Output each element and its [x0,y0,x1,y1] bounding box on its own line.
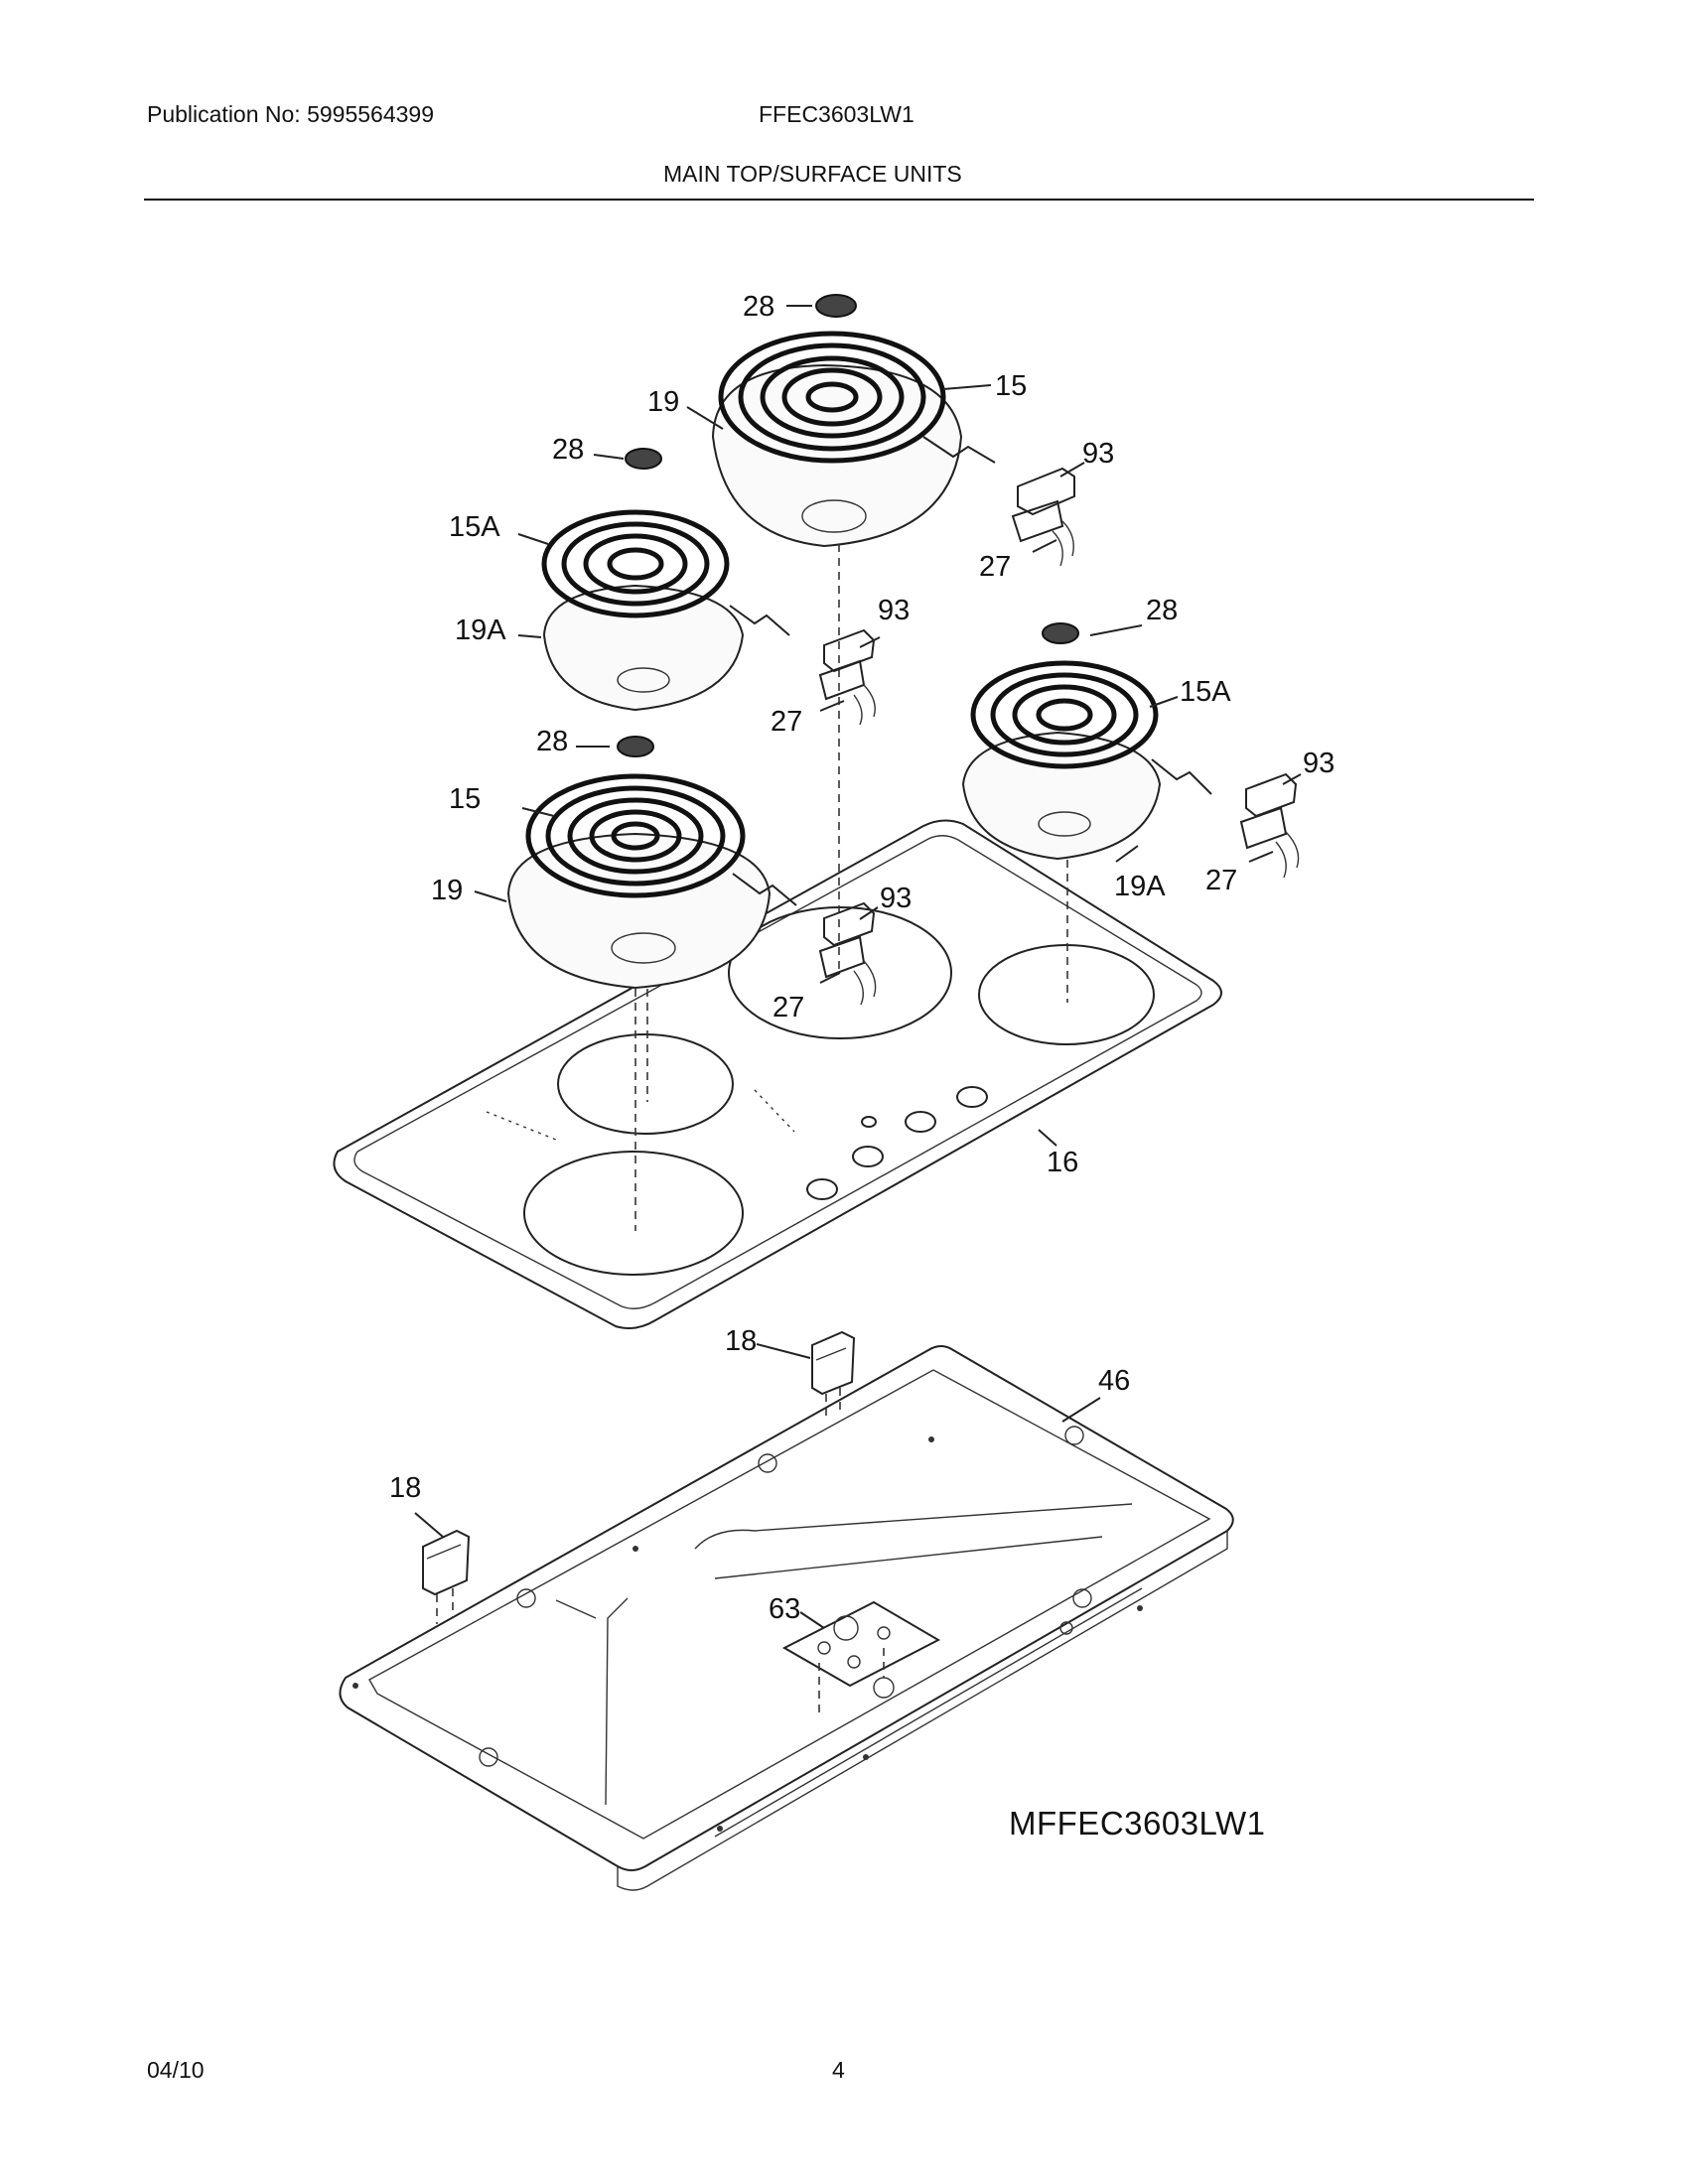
burner-right-receptacle [1239,772,1300,879]
callout-28-mid: 28 [536,726,568,757]
mounting-plate [781,1600,941,1717]
callout-63: 63 [769,1593,800,1625]
burner-left-lower-receptacle [818,901,877,1006]
center-cap-right [1042,622,1079,644]
callout-93-low: 93 [880,883,912,914]
publication-number: Publication No: 5995564399 [147,101,435,127]
main-top-panel [333,819,1222,1329]
center-cap-left [625,448,662,470]
callout-15-top: 15 [995,370,1027,402]
bottom-pan [339,1345,1234,1891]
callout-93-right: 93 [1303,748,1335,779]
burner-left-upper-receptacle [818,628,876,726]
center-cap-top [815,294,857,318]
callout-27-top: 27 [979,551,1011,583]
callout-19-top: 19 [647,386,679,418]
callout-28-right: 28 [1146,595,1178,626]
burner-left-upper [541,509,790,712]
callout-93-top: 93 [1082,438,1114,470]
callout-19A-left: 19A [455,614,506,646]
burner-top-center-receptacle [1011,467,1075,567]
callout-19A-right: 19A [1114,871,1166,902]
center-cap-mid [617,736,654,757]
callout-93-mid: 93 [878,595,910,626]
callout-28-left: 28 [552,434,584,466]
leader-lines [414,305,1302,1629]
bracket-left [422,1529,471,1624]
callout-15A-left: 15A [449,511,500,543]
callout-16: 16 [1047,1147,1078,1178]
callout-15A-right: 15A [1180,676,1231,708]
callout-27-right: 27 [1205,865,1237,896]
section-title: MAIN TOP/SURFACE UNITS [663,161,962,187]
callout-27-mid: 27 [771,706,802,738]
model-number: FFEC3603LW1 [759,101,914,127]
burner-left-lower [506,773,797,1231]
diagram-code: MFFEC3603LW1 [1009,1805,1266,1842]
burner-top-center [711,331,996,973]
bracket-top [811,1330,856,1418]
callout-15-left: 15 [449,783,481,815]
callout-46: 46 [1098,1365,1130,1397]
footer-date: 04/10 [147,2057,205,2083]
callout-18-top: 18 [725,1325,757,1357]
callout-27-low: 27 [773,992,804,1024]
callout-18-left: 18 [389,1472,421,1504]
header-rule [144,199,1534,201]
page-number: 4 [832,2057,845,2083]
callout-19-left: 19 [431,875,463,906]
burner-right [961,660,1212,1003]
callout-28-top: 28 [743,291,774,323]
